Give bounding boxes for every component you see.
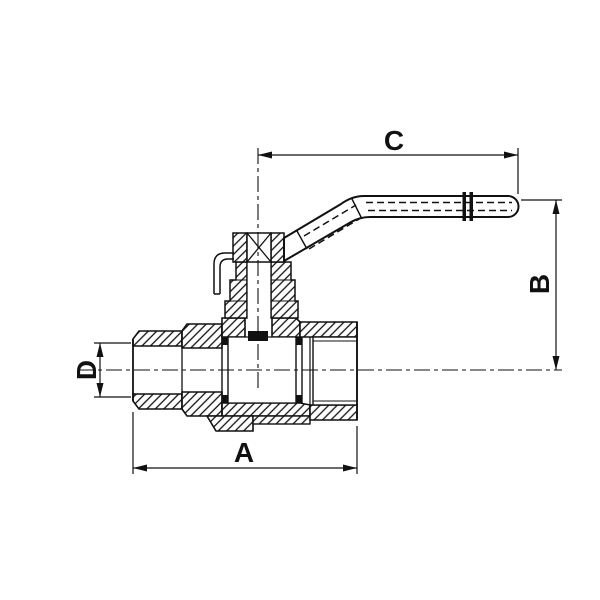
female-threaded-socket — [299, 321, 358, 421]
handle-grip-collar — [462, 192, 473, 221]
dimension-c: C — [258, 125, 519, 194]
dim-label-c: C — [384, 125, 404, 156]
side-bracket — [213, 252, 234, 295]
valve-body — [132, 317, 358, 432]
valve-stem — [247, 262, 271, 318]
dimension-a: A — [132, 412, 358, 474]
packing-gland — [224, 261, 248, 319]
grip-hidden-lines — [303, 201, 512, 250]
stem-nut — [232, 232, 285, 263]
stem-assembly — [213, 232, 299, 319]
ball-bore — [222, 331, 303, 404]
bottom-boss — [205, 415, 311, 432]
dimension-b: B — [521, 199, 562, 370]
dim-label-b: B — [524, 274, 555, 294]
male-threaded-end — [132, 330, 183, 410]
lever-handle — [283, 192, 520, 263]
dim-label-a: A — [234, 437, 254, 468]
dim-label-d: D — [71, 360, 102, 380]
centerlines — [78, 148, 562, 392]
dimension-d: D — [71, 342, 131, 398]
